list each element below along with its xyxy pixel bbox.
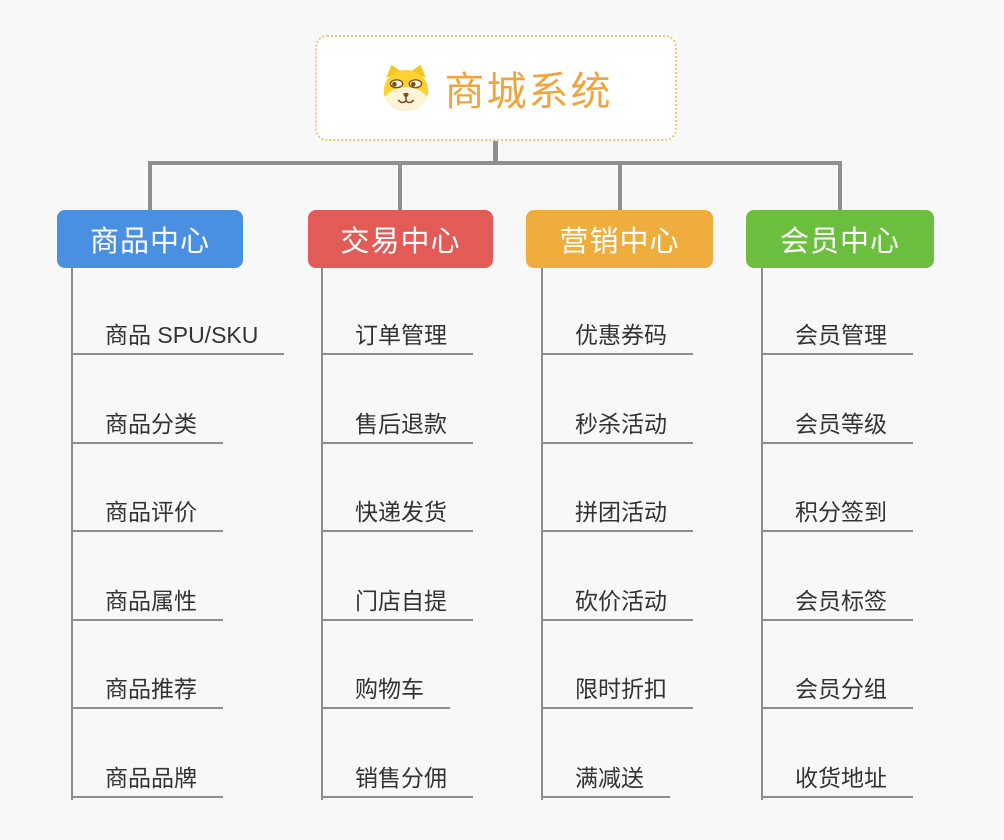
sub-topic-item[interactable]: 会员分组 [761, 674, 913, 709]
sub-topic-item[interactable]: 商品属性 [71, 586, 223, 621]
connector-branch-stub [398, 161, 402, 210]
sub-topic-item[interactable]: 拼团活动 [541, 497, 693, 532]
sub-topic-item[interactable]: 商品推荐 [71, 674, 223, 709]
sub-topic-item[interactable]: 快递发货 [321, 497, 473, 532]
connector-bus [149, 161, 840, 165]
root-node[interactable]: 商城系统 [315, 35, 677, 141]
branch-node-product-center[interactable]: 商品中心 [57, 210, 243, 268]
branch-node-member-center[interactable]: 会员中心 [746, 210, 934, 268]
connector-branch-stub [148, 161, 152, 210]
sub-topic-item[interactable]: 门店自提 [321, 586, 473, 621]
sub-topic-item[interactable]: 收货地址 [761, 763, 913, 798]
root-title: 商城系统 [444, 70, 613, 114]
branch-node-marketing-center[interactable]: 营销中心 [526, 210, 713, 268]
sub-topic-item[interactable]: 商品分类 [71, 409, 223, 444]
sub-topic-item[interactable]: 销售分佣 [321, 763, 473, 798]
sub-topic-item[interactable]: 积分签到 [761, 497, 913, 532]
sub-topic-item[interactable]: 砍价活动 [541, 586, 693, 621]
sub-topic-item[interactable]: 商品品牌 [71, 763, 223, 798]
sub-topic-item[interactable]: 商品评价 [71, 497, 223, 532]
connector-column-line [71, 268, 73, 800]
sub-topic-item[interactable]: 会员管理 [761, 320, 913, 355]
sub-topic-item[interactable]: 商品 SPU/SKU [71, 320, 285, 355]
sub-topic-item[interactable]: 限时折扣 [541, 674, 693, 709]
sub-topic-item[interactable]: 会员标签 [761, 586, 913, 621]
connector-column-line [321, 268, 323, 800]
sub-topic-item[interactable]: 秒杀活动 [541, 409, 693, 444]
connector-branch-stub [618, 161, 622, 210]
sub-topic-item[interactable]: 购物车 [321, 674, 450, 709]
branch-node-trade-center[interactable]: 交易中心 [308, 210, 493, 268]
sub-topic-item[interactable]: 售后退款 [321, 409, 473, 444]
connector-branch-stub [838, 161, 842, 210]
connector-root-stub [493, 139, 498, 164]
sub-topic-item[interactable]: 满减送 [541, 763, 670, 798]
dog-face-icon [383, 64, 428, 112]
sub-topic-item[interactable]: 订单管理 [321, 320, 473, 355]
sub-topic-item[interactable]: 优惠券码 [541, 320, 693, 355]
connector-column-line [541, 268, 543, 800]
sub-topic-item[interactable]: 会员等级 [761, 409, 913, 444]
connector-column-line [761, 268, 763, 800]
